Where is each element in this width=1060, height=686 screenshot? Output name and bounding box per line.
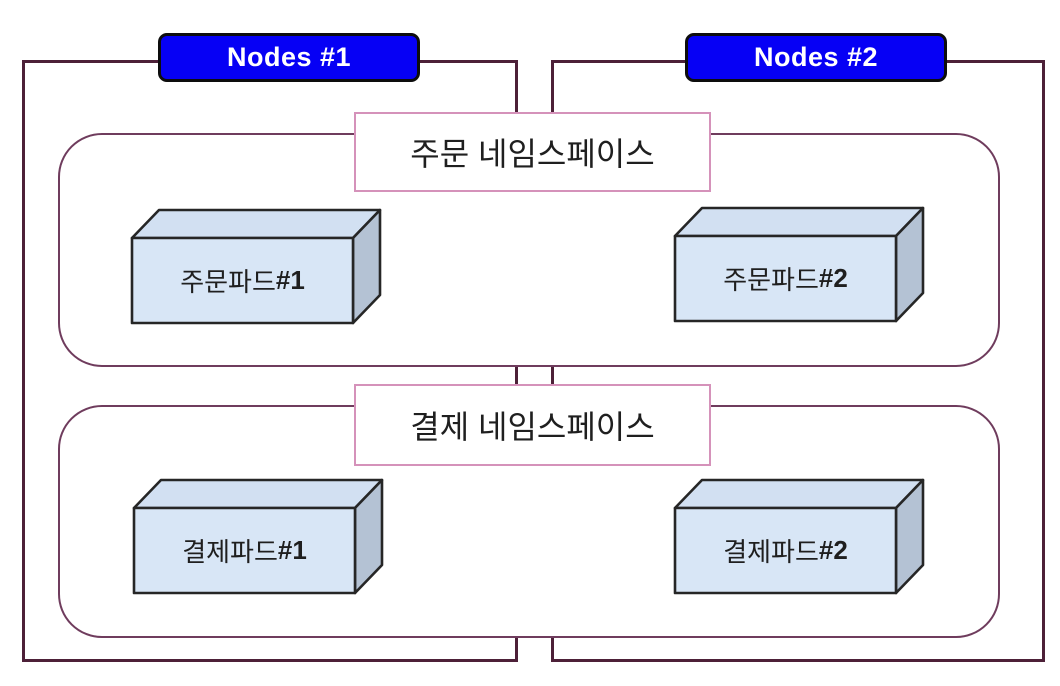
cube-icon: [673, 478, 925, 595]
pod-order-2: 주문파드#2: [673, 206, 925, 323]
pod-number-text: #1: [277, 535, 307, 565]
pod-number-text: #2: [818, 263, 848, 293]
pod-order-1: 주문파드#1: [130, 208, 382, 325]
namespace-label-payment-text: 결제 네임스페이스: [410, 409, 655, 445]
pod-number-text: #1: [275, 265, 305, 295]
pod-number-text: #2: [818, 535, 848, 565]
pod-payment-1: 결제파드#1: [132, 478, 384, 595]
pod-name-text: 주문파드: [723, 265, 819, 295]
node-label-2-text: Nodes #2: [753, 42, 879, 72]
pod-name-text: 결제파드: [723, 537, 819, 567]
pod-name-text: 결제파드: [182, 537, 278, 567]
cube-icon: [673, 206, 925, 323]
pod-order-2-label: 주문파드#2: [675, 236, 896, 321]
pod-payment-1-label: 결제파드#1: [134, 508, 355, 593]
pod-payment-2-label: 결제파드#2: [675, 508, 896, 593]
pod-order-1-label: 주문파드#1: [132, 238, 353, 323]
pod-payment-2: 결제파드#2: [673, 478, 925, 595]
node-label-1-text: Nodes #1: [226, 42, 352, 72]
pod-name-text: 주문파드: [180, 267, 276, 297]
namespace-label-order-text: 주문 네임스페이스: [410, 136, 655, 172]
namespace-label-order: 주문 네임스페이스: [354, 112, 711, 192]
cube-icon: [132, 478, 384, 595]
node-label-1: Nodes #1: [158, 33, 420, 82]
namespace-label-payment: 결제 네임스페이스: [354, 384, 711, 466]
node-label-2: Nodes #2: [685, 33, 947, 82]
cube-icon: [130, 208, 382, 325]
